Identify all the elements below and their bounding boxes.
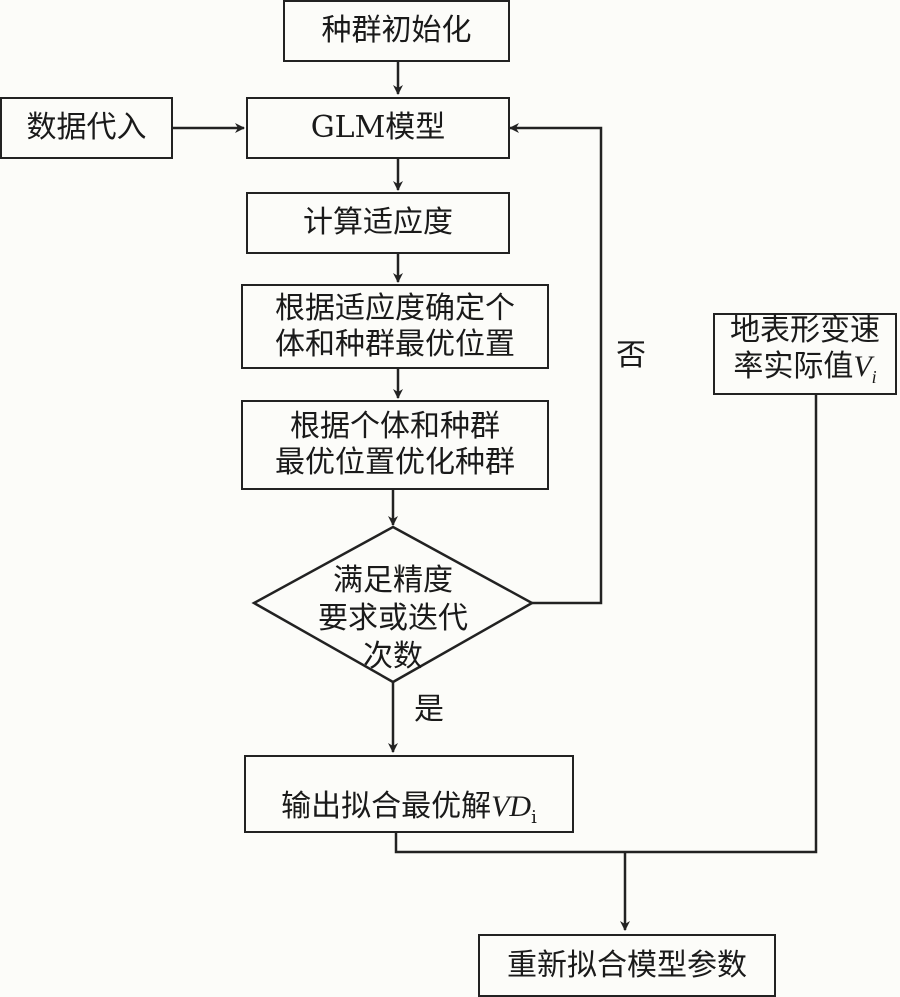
data-input-label: 数据代入	[26, 110, 147, 145]
optimize-population-label: 根据个体和种群 最优位置优化种群	[275, 409, 515, 480]
init-population-label: 种群初始化	[321, 13, 472, 48]
best-position-box: 根据适应度确定个 体和种群最优位置	[241, 284, 549, 369]
actual-value-line1: 地表形变速	[730, 313, 880, 348]
output-var: VD	[491, 789, 532, 823]
decision-diamond	[251, 525, 535, 684]
data-input-box: 数据代入	[0, 97, 173, 159]
output-sub: i	[531, 806, 537, 828]
decision-label: 满足精度 要求或迭代 次数	[318, 563, 468, 674]
compute-fitness-box: 计算适应度	[246, 192, 510, 254]
actual-sub: i	[871, 367, 877, 387]
yes-label: 是	[414, 692, 444, 727]
refit-params-box: 重新拟合模型参数	[478, 934, 776, 997]
glm-model-box: GLM模型	[246, 97, 510, 159]
output-optimal-label: 输出拟合最优解	[281, 788, 492, 824]
edge-decision-no-loop	[509, 123, 603, 605]
refit-params-label: 重新拟合模型参数	[507, 947, 747, 983]
best-position-label: 根据适应度确定个 体和种群最优位置	[275, 290, 515, 362]
optimize-population-box: 根据个体和种群 最优位置优化种群	[241, 400, 549, 490]
init-population-box: 种群初始化	[283, 0, 510, 62]
output-optimal-box: 输出拟合最优解VDi	[244, 755, 574, 833]
actual-value-line2: 率实际值	[733, 349, 854, 384]
actual-var: V	[853, 350, 872, 383]
no-label: 否	[616, 338, 646, 373]
glm-model-label: GLM模型	[310, 110, 446, 145]
edge-output-merge	[394, 394, 818, 854]
actual-value-box: 地表形变速 率实际值Vi	[713, 313, 897, 395]
compute-fitness-label: 计算适应度	[303, 205, 453, 240]
